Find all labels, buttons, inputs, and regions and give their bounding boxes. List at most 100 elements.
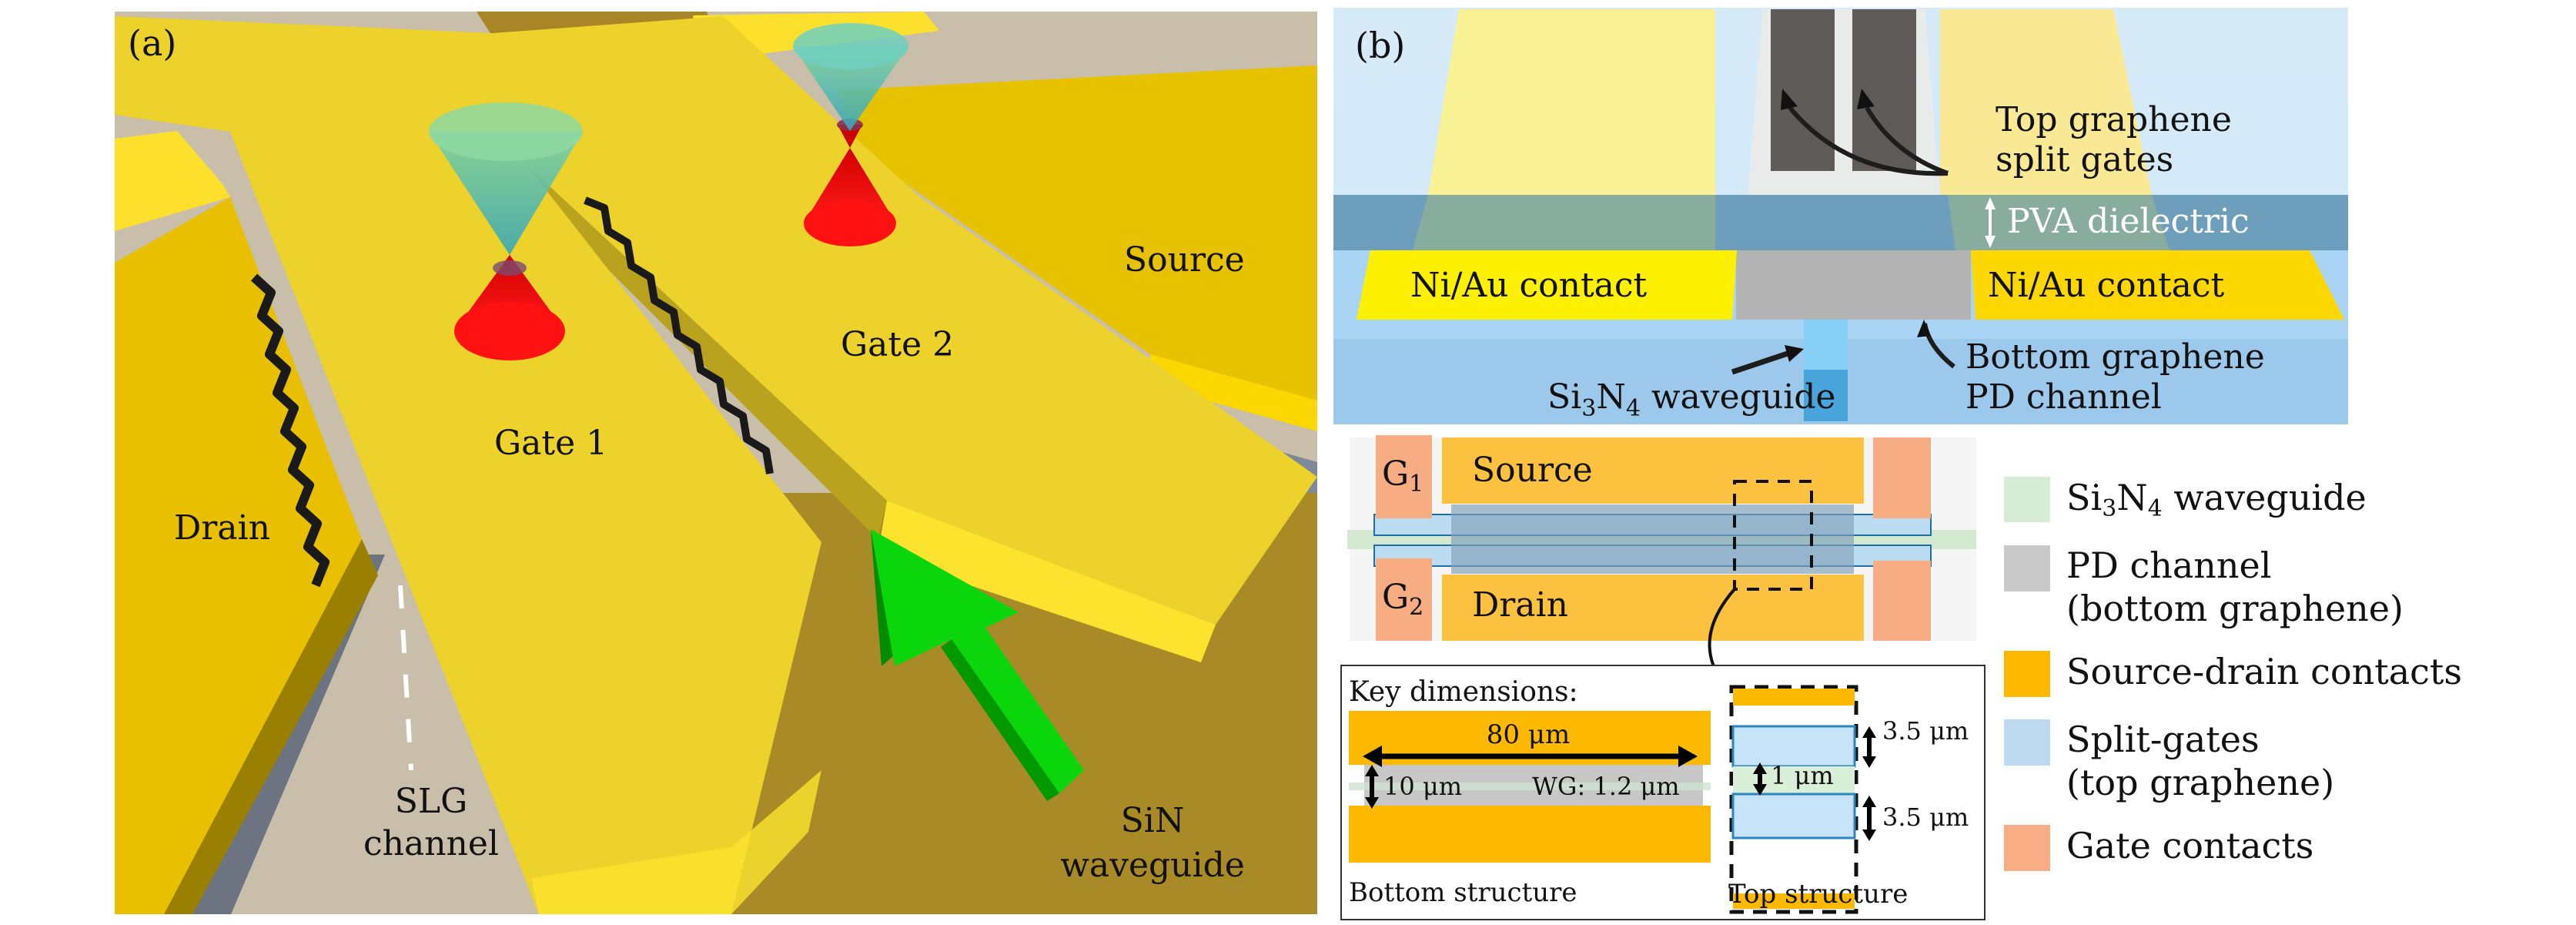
top-split-gate-2 bbox=[1731, 793, 1856, 840]
top-gates-label-line1: Top graphene bbox=[1996, 100, 2232, 139]
drain-top-ledge bbox=[115, 131, 230, 231]
cone-blue-top bbox=[429, 102, 583, 161]
arrow-body bbox=[871, 529, 1084, 793]
legend-item-pd-channel: PD channel (bottom graphene) bbox=[2004, 545, 2404, 629]
cone-blue-upper bbox=[793, 46, 908, 131]
legend: Si3N4 waveguide PD channel (bottom graph… bbox=[2004, 477, 2462, 871]
gap-arrowhead-down bbox=[1365, 797, 1379, 809]
legend-swatch-gate-contacts bbox=[2004, 825, 2050, 871]
gate-gap-arrowhead-down bbox=[1753, 784, 1767, 796]
gate-gap-arrowhead-up bbox=[1753, 762, 1767, 774]
callout-arrow-waveguide bbox=[1731, 350, 1791, 375]
bottom-structure-caption: Bottom structure bbox=[1349, 877, 1577, 908]
pd-channel bbox=[1736, 250, 1971, 320]
gate-width-bottom-arrowhead-down bbox=[1862, 829, 1876, 841]
cone-fermi-disc bbox=[493, 260, 527, 276]
pva-arrowhead-down bbox=[1985, 236, 1996, 248]
gate2-label: Gate 2 bbox=[841, 325, 954, 364]
gate-width-top-arrowhead-down bbox=[1862, 756, 1876, 768]
waveguide-label-sub3: 3 bbox=[1581, 395, 1596, 422]
drain-label: Drain bbox=[174, 508, 270, 548]
pva-right-overlap bbox=[1948, 195, 2170, 250]
cone-blue-upper bbox=[429, 132, 583, 255]
panel-b-top-view: G1 G2 Source Drain bbox=[1347, 435, 1976, 685]
si3n4-waveguide-lower bbox=[1804, 370, 1848, 421]
gate2-strip bbox=[493, 16, 1317, 625]
gate1-front bbox=[531, 770, 821, 914]
legend-waveguide-sub4: 4 bbox=[2148, 495, 2163, 522]
legend-swatch-waveguide bbox=[2004, 477, 2050, 522]
legend-item-split-gates: Split-gates (top graphene) bbox=[2004, 719, 2334, 803]
legend-label-source-drain: Source-drain contacts bbox=[2066, 651, 2462, 692]
sin-waveguide-label-line1: SiN bbox=[1121, 801, 1185, 840]
ni-au-contact-right bbox=[1971, 250, 2344, 320]
drain-slab-edge bbox=[164, 539, 378, 914]
legend-item-waveguide: Si3N4 waveguide bbox=[2004, 477, 2367, 522]
g1-label: G1 bbox=[1382, 454, 1423, 498]
source-slab bbox=[838, 65, 1317, 400]
bottom-drain-bar bbox=[1349, 806, 1711, 863]
length-arrowhead-right bbox=[1678, 746, 1698, 767]
drain-slab bbox=[115, 197, 378, 914]
length-arrowhead-left bbox=[1363, 746, 1382, 767]
gap-arrowhead-up bbox=[1365, 765, 1379, 776]
pd-channel-region bbox=[1451, 504, 1854, 574]
gap-label: 10 μm bbox=[1383, 772, 1462, 801]
cone-blue-top bbox=[793, 23, 908, 69]
callout-arrow-split-gate-right bbox=[1865, 106, 1949, 176]
panel-a: (a) Gate 1 Gate 2 Source Drain SLG chann… bbox=[115, 12, 1317, 914]
gate-pad-right-top bbox=[1873, 437, 1931, 518]
split-gate-right bbox=[1852, 9, 1916, 171]
g2-letter: G bbox=[1382, 578, 1409, 617]
gate-pad-right-bottom bbox=[1873, 561, 1931, 641]
gate-pad-g2 bbox=[1376, 558, 1432, 641]
graphene-lattice-left bbox=[250, 273, 330, 588]
sin-waveguide-label-line2: waveguide bbox=[1060, 846, 1245, 885]
callout-arrow-split-gate-left bbox=[1788, 106, 1949, 176]
waveguide-label: Si3N4 waveguide bbox=[1547, 377, 1835, 422]
bottom-graphene-label-line1: Bottom graphene bbox=[1965, 337, 2265, 377]
contact-right-label: Ni/Au contact bbox=[1988, 266, 2225, 305]
legend-item-source-drain: Source-drain contacts bbox=[2004, 651, 2462, 697]
legend-waveguide-sub3: 3 bbox=[2102, 495, 2116, 522]
bottom-waveguide-line bbox=[1349, 783, 1711, 790]
panel-a-tag: (a) bbox=[128, 22, 176, 64]
g2-subscript: 2 bbox=[1409, 594, 1423, 621]
legend-waveguide-n: N bbox=[2116, 477, 2147, 518]
key-dimensions-inset: Key dimensions: 80 μm 10 μm WG: 1.2 μm B… bbox=[1340, 665, 1986, 920]
gate-width-top-label: 3.5 μm bbox=[1882, 716, 1969, 746]
gate-width-top-arrowhead-up bbox=[1862, 726, 1876, 738]
gate-width-bottom-arrowhead-up bbox=[1862, 796, 1876, 807]
slg-channel-label-line1: SLG bbox=[395, 782, 468, 821]
waveguide-label-n: N bbox=[1596, 377, 1626, 417]
gate-pad-g1 bbox=[1376, 435, 1432, 518]
top-drain-bar bbox=[1733, 893, 1855, 909]
top-gates-label-line2: split gates bbox=[1996, 140, 2173, 179]
legend-item-gate-contacts: Gate contacts bbox=[2004, 825, 2313, 871]
arrowhead-split-gate-left bbox=[1781, 89, 1798, 110]
right-contact-beam bbox=[1940, 9, 2152, 195]
top-source-bar bbox=[1733, 689, 1855, 705]
cone-red-base bbox=[454, 302, 565, 360]
legend-swatch-split-gates bbox=[2004, 719, 2050, 766]
legend-swatch-source-drain bbox=[2004, 651, 2050, 697]
contact-left-label: Ni/Au contact bbox=[1410, 266, 1648, 305]
legend-waveguide-si: Si bbox=[2066, 477, 2102, 518]
zoom-connector-arrow bbox=[1708, 588, 1736, 671]
waveguide-label-suffix: waveguide bbox=[1641, 377, 1836, 417]
legend-label-pd-channel-line1: PD channel bbox=[2066, 545, 2271, 586]
legend-label-split-gates-line2: (top graphene) bbox=[2066, 762, 2334, 803]
waveguide-label-si: Si bbox=[1547, 377, 1581, 417]
cone-red-upper bbox=[838, 125, 862, 148]
wg-width-label: WG: 1.2 μm bbox=[1532, 772, 1680, 801]
legend-label-pd-channel-line2: (bottom graphene) bbox=[2066, 588, 2404, 629]
arrowhead-waveguide bbox=[1785, 345, 1804, 362]
top-gate-gap bbox=[1733, 766, 1855, 794]
graphene-lattice-right bbox=[584, 196, 774, 474]
gate1-label: Gate 1 bbox=[494, 424, 607, 463]
legend-swatch-pd-channel bbox=[2004, 545, 2050, 592]
arrow-side bbox=[941, 639, 1059, 801]
panel-b-tag: (b) bbox=[1355, 25, 1405, 66]
arrowhead-split-gate-right bbox=[1857, 89, 1875, 109]
